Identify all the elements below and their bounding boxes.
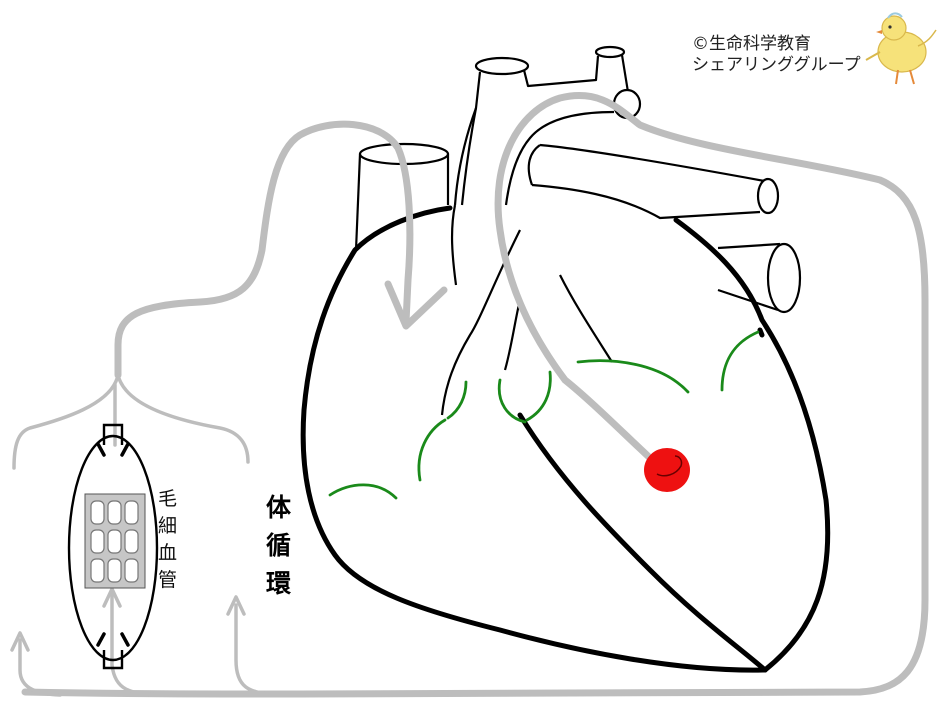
- vessel-bottom-bracket: [102, 650, 124, 670]
- aorta-root-line: [559, 274, 613, 363]
- coronary-segment: [497, 378, 527, 424]
- valve-marks: [96, 442, 130, 647]
- arrow-head-icon: [384, 280, 448, 330]
- heart-outline: [300, 205, 831, 673]
- systemic-label-char: 体: [266, 493, 292, 522]
- capillary-label: 毛 細 血 管: [158, 486, 177, 594]
- lower-branch-right: [234, 603, 272, 696]
- coronary-segment: [328, 483, 398, 500]
- interventricular-groove: [517, 412, 768, 673]
- capillary-cells: [90, 500, 139, 583]
- capillary-label-char: 血: [158, 542, 178, 564]
- capillary-label-char: 管: [158, 569, 178, 591]
- upper-branch-left: [12, 373, 120, 470]
- coronary-segment: [720, 330, 760, 392]
- lower-branch-left: [18, 638, 62, 697]
- capillary-ellipse: [67, 434, 159, 662]
- up-arrows: [10, 587, 246, 652]
- credit-line-1: ©生命科学教育: [692, 34, 811, 54]
- pulmonary-veins: [717, 242, 802, 314]
- septum-line: [440, 229, 521, 416]
- arrow-head-icon: [10, 631, 30, 652]
- sa-node: [644, 448, 690, 492]
- arrow-head-icon: [226, 595, 246, 616]
- aorta: [450, 45, 642, 286]
- systemic-circulation-label: 体 循 環: [266, 489, 291, 603]
- coronary-segment: [576, 359, 690, 394]
- credit-text: ©生命科学教育 シェアリンググループ: [692, 34, 861, 76]
- pulmonary-artery: [527, 143, 780, 220]
- coronary-segment: [417, 418, 447, 482]
- systemic-label-char: 環: [266, 569, 292, 598]
- capillary-label-char: 毛: [158, 488, 178, 510]
- systemic-label-char: 循: [266, 531, 292, 560]
- heart-left-border: [673, 217, 831, 673]
- credit-line-2: シェアリンググループ: [692, 55, 861, 75]
- right-atrium-top: [757, 327, 765, 338]
- chick-mascot-icon: [865, 12, 937, 85]
- great-vessels: [354, 45, 802, 416]
- capillary-vessel: [67, 423, 159, 670]
- coronary-arteries: [328, 330, 760, 500]
- arrow-head-icon: [102, 587, 122, 608]
- heart-right-border: [300, 205, 768, 673]
- vena-cava-flow-path: [114, 120, 414, 379]
- aorta-flow-path: [21, 92, 929, 698]
- aorta-root-line-2: [503, 299, 522, 371]
- coronary-segment: [446, 380, 468, 420]
- upper-branch-right: [116, 373, 250, 464]
- capillary-label-char: 細: [158, 515, 178, 537]
- vessel-top-bracket: [102, 423, 124, 445]
- coronary-segment: [525, 370, 552, 422]
- lower-branch-center: [110, 588, 162, 697]
- systemic-flow: [21, 92, 929, 698]
- branch-lines: [12, 373, 272, 697]
